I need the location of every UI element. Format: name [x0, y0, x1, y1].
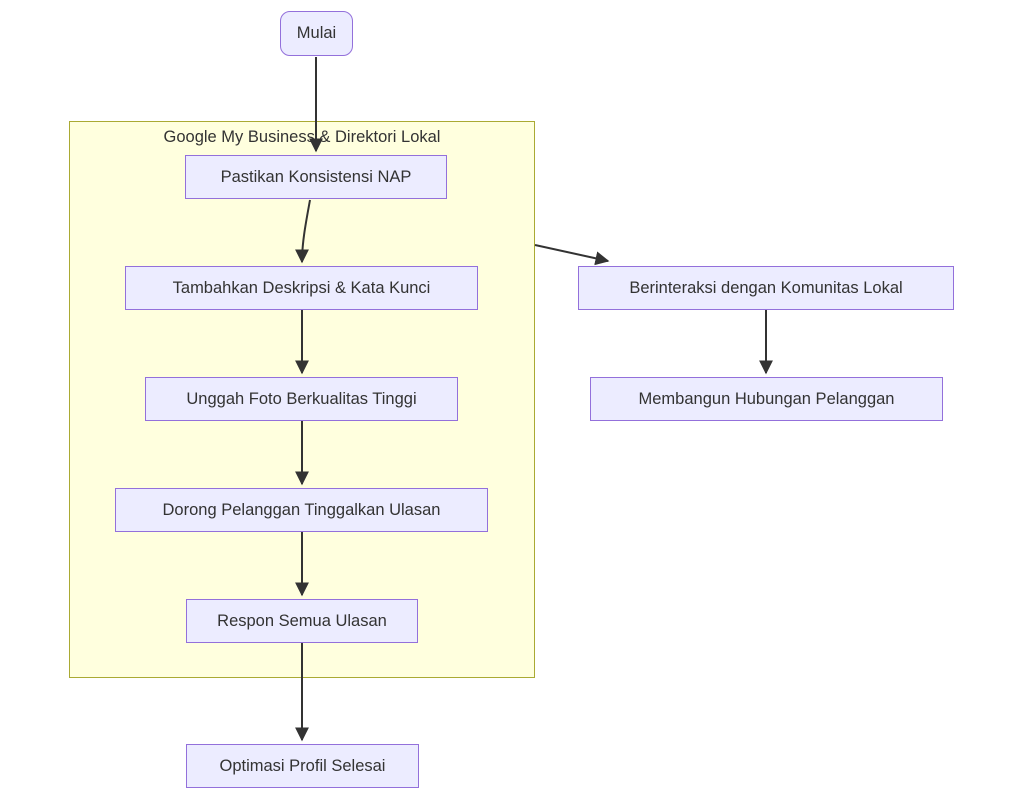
node-mulai-label: Mulai	[296, 24, 337, 42]
node-dorong-ulasan: Dorong Pelanggan Tinggalkan Ulasan	[115, 488, 488, 532]
node-pastikan-nap: Pastikan Konsistensi NAP	[185, 155, 447, 199]
node-dorong-ulasan-label: Dorong Pelanggan Tinggalkan Ulasan	[162, 500, 441, 519]
node-respon-ulasan-label: Respon Semua Ulasan	[217, 611, 387, 630]
node-pastikan-nap-label: Pastikan Konsistensi NAP	[220, 167, 412, 186]
node-tambahkan-deskripsi: Tambahkan Deskripsi & Kata Kunci	[125, 266, 478, 310]
node-unggah-foto: Unggah Foto Berkualitas Tinggi	[145, 377, 458, 421]
node-optimasi-selesai-label: Optimasi Profil Selesai	[219, 756, 386, 775]
edge-subgraph-to-berinteraksi-komunitas	[534, 244, 610, 266]
node-tambahkan-deskripsi-label: Tambahkan Deskripsi & Kata Kunci	[172, 278, 431, 297]
edge-pastikan-nap-to-tambahkan-deskripsi	[295, 199, 311, 264]
subgraph-title: Google My Business & Direktori Lokal	[163, 128, 441, 146]
node-mulai: Mulai	[280, 11, 353, 56]
node-respon-ulasan: Respon Semua Ulasan	[186, 599, 418, 643]
node-optimasi-selesai: Optimasi Profil Selesai	[186, 744, 419, 788]
node-membangun-hubungan-label: Membangun Hubungan Pelanggan	[638, 389, 895, 408]
node-membangun-hubungan: Membangun Hubungan Pelanggan	[590, 377, 943, 421]
node-berinteraksi-komunitas: Berinteraksi dengan Komunitas Lokal	[578, 266, 954, 310]
node-unggah-foto-label: Unggah Foto Berkualitas Tinggi	[186, 389, 417, 408]
node-berinteraksi-komunitas-label: Berinteraksi dengan Komunitas Lokal	[629, 278, 903, 297]
